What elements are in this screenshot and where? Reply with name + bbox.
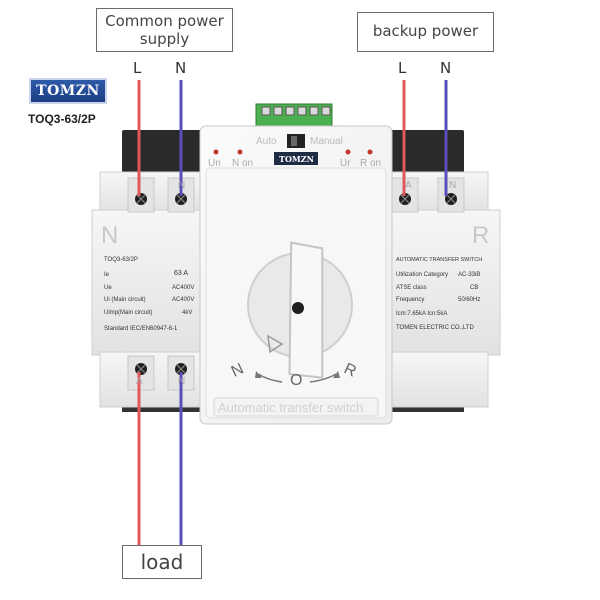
left-row-label: Ue: [104, 285, 112, 291]
rotary-handle: [288, 241, 324, 379]
center-logo-text: TOMZN: [279, 154, 314, 164]
common-power-label: Common power supply: [96, 8, 233, 52]
tomzn-logo: TOMZN: [29, 78, 107, 104]
terminal-letter: A: [405, 180, 412, 191]
right-row-label: Frequency: [396, 297, 425, 303]
bottom-embossed-text: Automatic transfer switch: [218, 400, 364, 415]
terminal-letter: A: [136, 376, 143, 387]
model-label: TOQ3-63/2P: [28, 112, 96, 126]
dial-arrow-icon: [267, 334, 284, 354]
dial-arc-left: [257, 373, 283, 383]
left-row-label: Ie: [104, 272, 110, 278]
backup-N-label: N: [440, 59, 452, 77]
dial-o: O: [290, 372, 303, 389]
indicator-n-on: N on: [232, 158, 254, 169]
manual-label: Manual: [310, 136, 343, 147]
left-big-letter: N: [101, 222, 119, 249]
left-row-value: 63 A: [174, 270, 189, 277]
backup-power-label: backup power: [357, 12, 494, 52]
indicator-ur: Ur: [340, 158, 351, 169]
right-title: AUTOMATIC TRANSFER SWITCH: [396, 257, 483, 263]
center-logo-plate: [274, 152, 318, 165]
right-row-label: Utilization Category: [396, 272, 449, 278]
left-row-value: 4kV: [182, 310, 193, 316]
left-row-label: Ui (Main circuit): [104, 297, 146, 303]
handle-screw: [292, 302, 304, 314]
common-power-line-2: supply: [139, 30, 190, 48]
right-module-bottom: [381, 351, 489, 408]
common-N-label: N: [175, 59, 187, 77]
left-model: TOQ3-63/2P: [104, 257, 138, 263]
left-row-label: Uimp(Main circuit): [104, 310, 153, 316]
common-L-label: L: [133, 59, 142, 77]
right-row-label: ATSE class: [396, 285, 427, 291]
right-row-value: AC-33iB: [458, 272, 481, 278]
terminal-letter: N: [178, 376, 186, 387]
right-row-value: CB: [470, 285, 479, 291]
left-standard: Standard IEC/EN60947-6-1: [104, 326, 178, 332]
led-un: [213, 149, 219, 155]
left-row-value: AC400V: [172, 285, 195, 291]
led-ur: [345, 149, 351, 155]
led-r-on: [367, 149, 373, 155]
common-power-line-1: Common power: [105, 12, 224, 30]
auto-label: Auto: [256, 136, 277, 147]
led-n-on: [237, 149, 243, 155]
terminal-screws: [261, 106, 331, 116]
terminal-letter: N: [449, 180, 457, 191]
load-text: load: [140, 550, 184, 574]
load-label: load: [122, 545, 202, 579]
left-row-value: AC400V: [172, 297, 195, 303]
indicator-un: Un: [208, 158, 221, 169]
dial-arc-right: [309, 373, 337, 383]
tomzn-logo-text: TOMZN: [29, 78, 107, 104]
terminal-letter: N: [178, 180, 186, 191]
right-row-label: Icm:7.65kA Icn:5kA: [396, 311, 448, 317]
right-row-value: 50/60Hz: [458, 297, 481, 303]
terminal-slot: [127, 177, 155, 213]
right-maker: TOMEN ELECTRIC CO.,LTD: [396, 325, 474, 331]
right-big-letter: R: [472, 222, 490, 249]
indicator-r-on: R on: [360, 158, 382, 169]
backup-power-text: backup power: [372, 22, 479, 40]
backup-L-label: L: [398, 59, 407, 77]
bottom-label-plate: [213, 397, 379, 417]
